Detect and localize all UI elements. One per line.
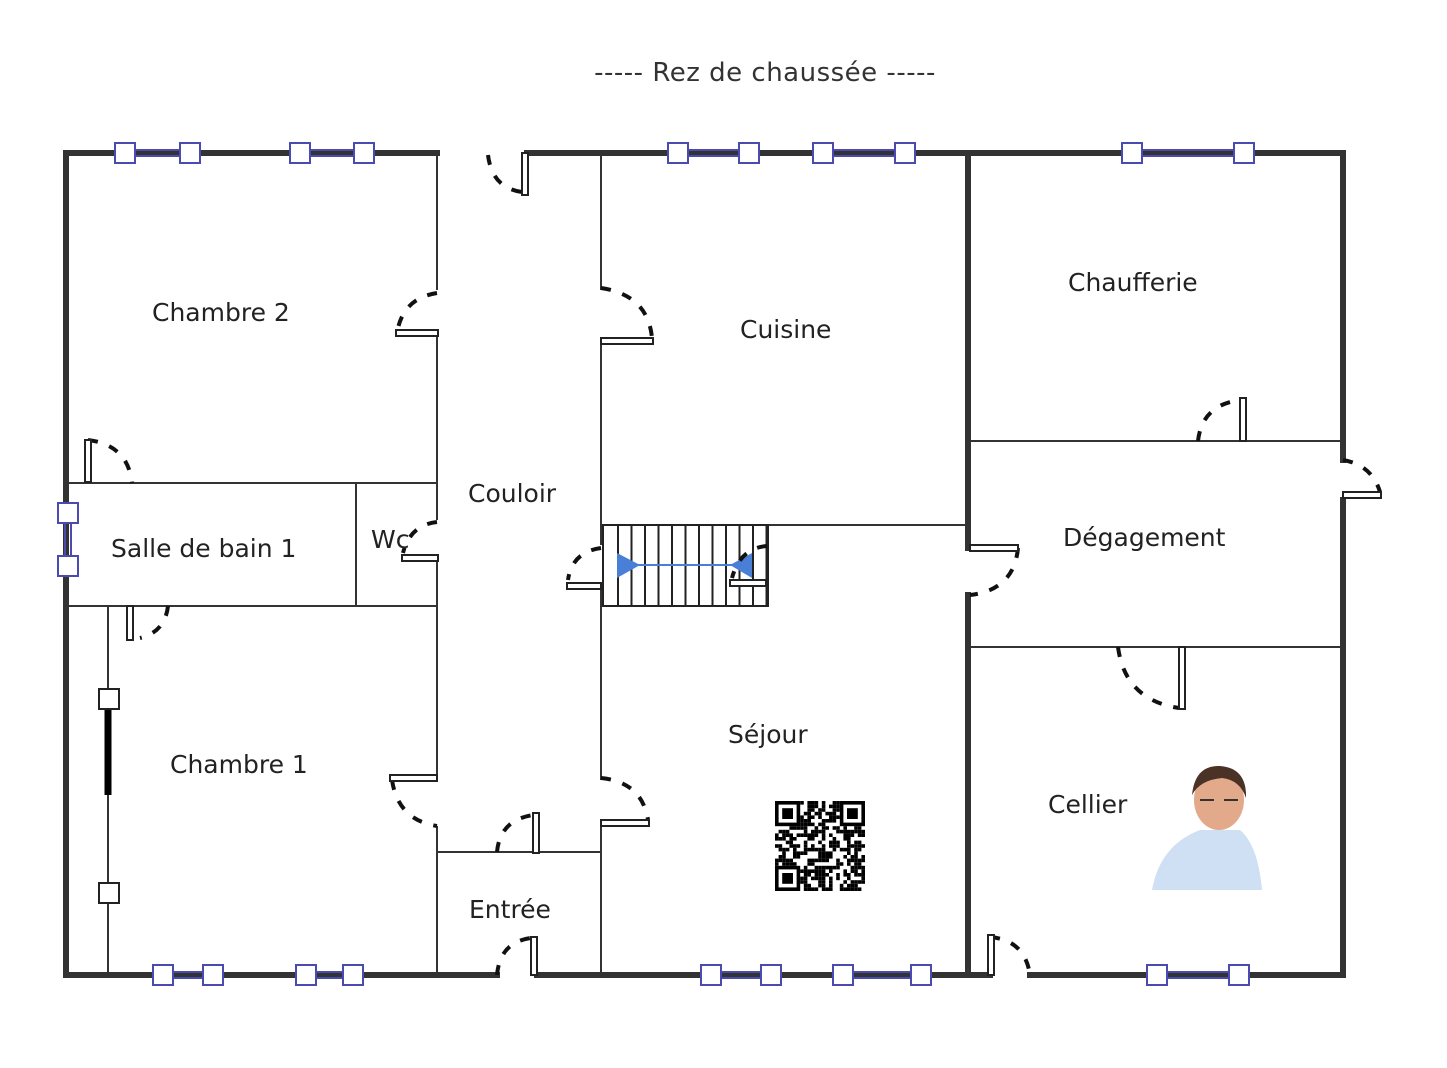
window [812,142,916,164]
qr-code [774,800,865,891]
window [1121,142,1255,164]
room-label-cellier: Cellier [1048,790,1128,819]
room-label-chambre-1: Chambre 1 [170,750,308,779]
room-label-chambre-2: Chambre 2 [152,298,290,327]
door [495,812,540,854]
room-label-entree: Entrée [469,895,551,924]
door [1196,397,1247,442]
door [395,291,439,337]
window [114,142,201,164]
room-label-cuisine: Cuisine [740,315,832,344]
door [401,520,439,562]
stair-arrow-icon [617,553,640,578]
window [57,502,79,577]
window [667,142,760,164]
window [295,964,364,986]
floor-title: ----- Rez de chaussée ----- [594,58,936,88]
window [832,964,932,986]
room-label-degagement: Dégagement [1063,523,1226,552]
door [600,286,654,345]
door [987,934,1032,976]
door [969,544,1020,597]
window [98,688,120,904]
qr-finder [774,865,801,891]
doors [84,152,1382,976]
window [700,964,782,986]
door [389,774,438,828]
qr-finder [839,800,865,827]
room-label-wc: Wc [371,525,410,554]
door [729,544,768,587]
door [1116,646,1186,710]
staircase [602,524,769,607]
windows [57,142,1255,986]
door [126,605,170,641]
door [84,438,134,484]
door [495,936,538,976]
stair-arrow-icon [730,553,752,578]
room-label-couloir: Couloir [468,479,557,508]
room-label-chaufferie: Chaufferie [1068,268,1198,297]
window [289,142,375,164]
door [600,776,650,827]
door [566,546,602,590]
window [152,964,224,986]
door [1342,458,1382,499]
walls [63,150,1346,978]
qr-finder [774,800,801,827]
window [1146,964,1250,986]
agent-photo [1150,765,1262,890]
room-label-salle-de-bain: Salle de bain 1 [111,534,297,563]
room-label-sejour: Séjour [728,720,808,749]
door [486,152,529,196]
